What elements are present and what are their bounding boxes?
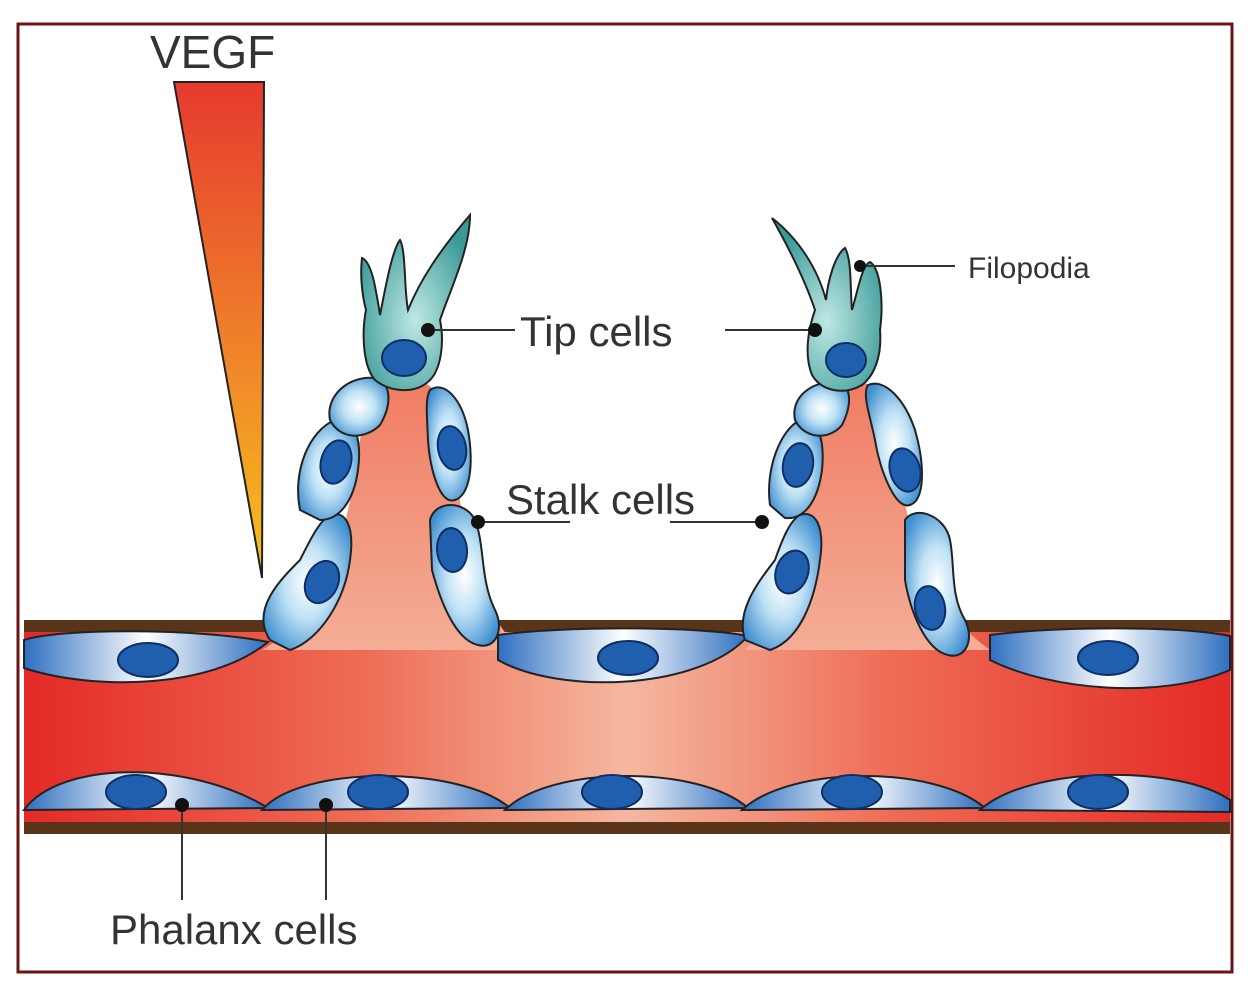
stalk-cells-left bbox=[262, 376, 500, 652]
tip-cell-left bbox=[360, 212, 472, 392]
label-phalanx-cells: Phalanx cells bbox=[110, 906, 357, 953]
vegf-gradient-wedge bbox=[172, 81, 266, 579]
label-filopodia: Filopodia bbox=[968, 252, 1090, 285]
label-vegf: VEGF bbox=[150, 26, 275, 78]
label-tip-cells: Tip cells bbox=[520, 308, 672, 355]
vessel-wall-bottom bbox=[24, 822, 1230, 834]
leader-dots bbox=[175, 260, 866, 812]
phalanx-cells-top bbox=[23, 627, 1231, 690]
label-stalk-cells: Stalk cells bbox=[506, 476, 695, 523]
phalanx-cells-bottom bbox=[22, 771, 1231, 814]
stalk-cells-right bbox=[741, 380, 970, 657]
leader-lines bbox=[181, 265, 955, 900]
tip-cell-right bbox=[771, 217, 883, 392]
